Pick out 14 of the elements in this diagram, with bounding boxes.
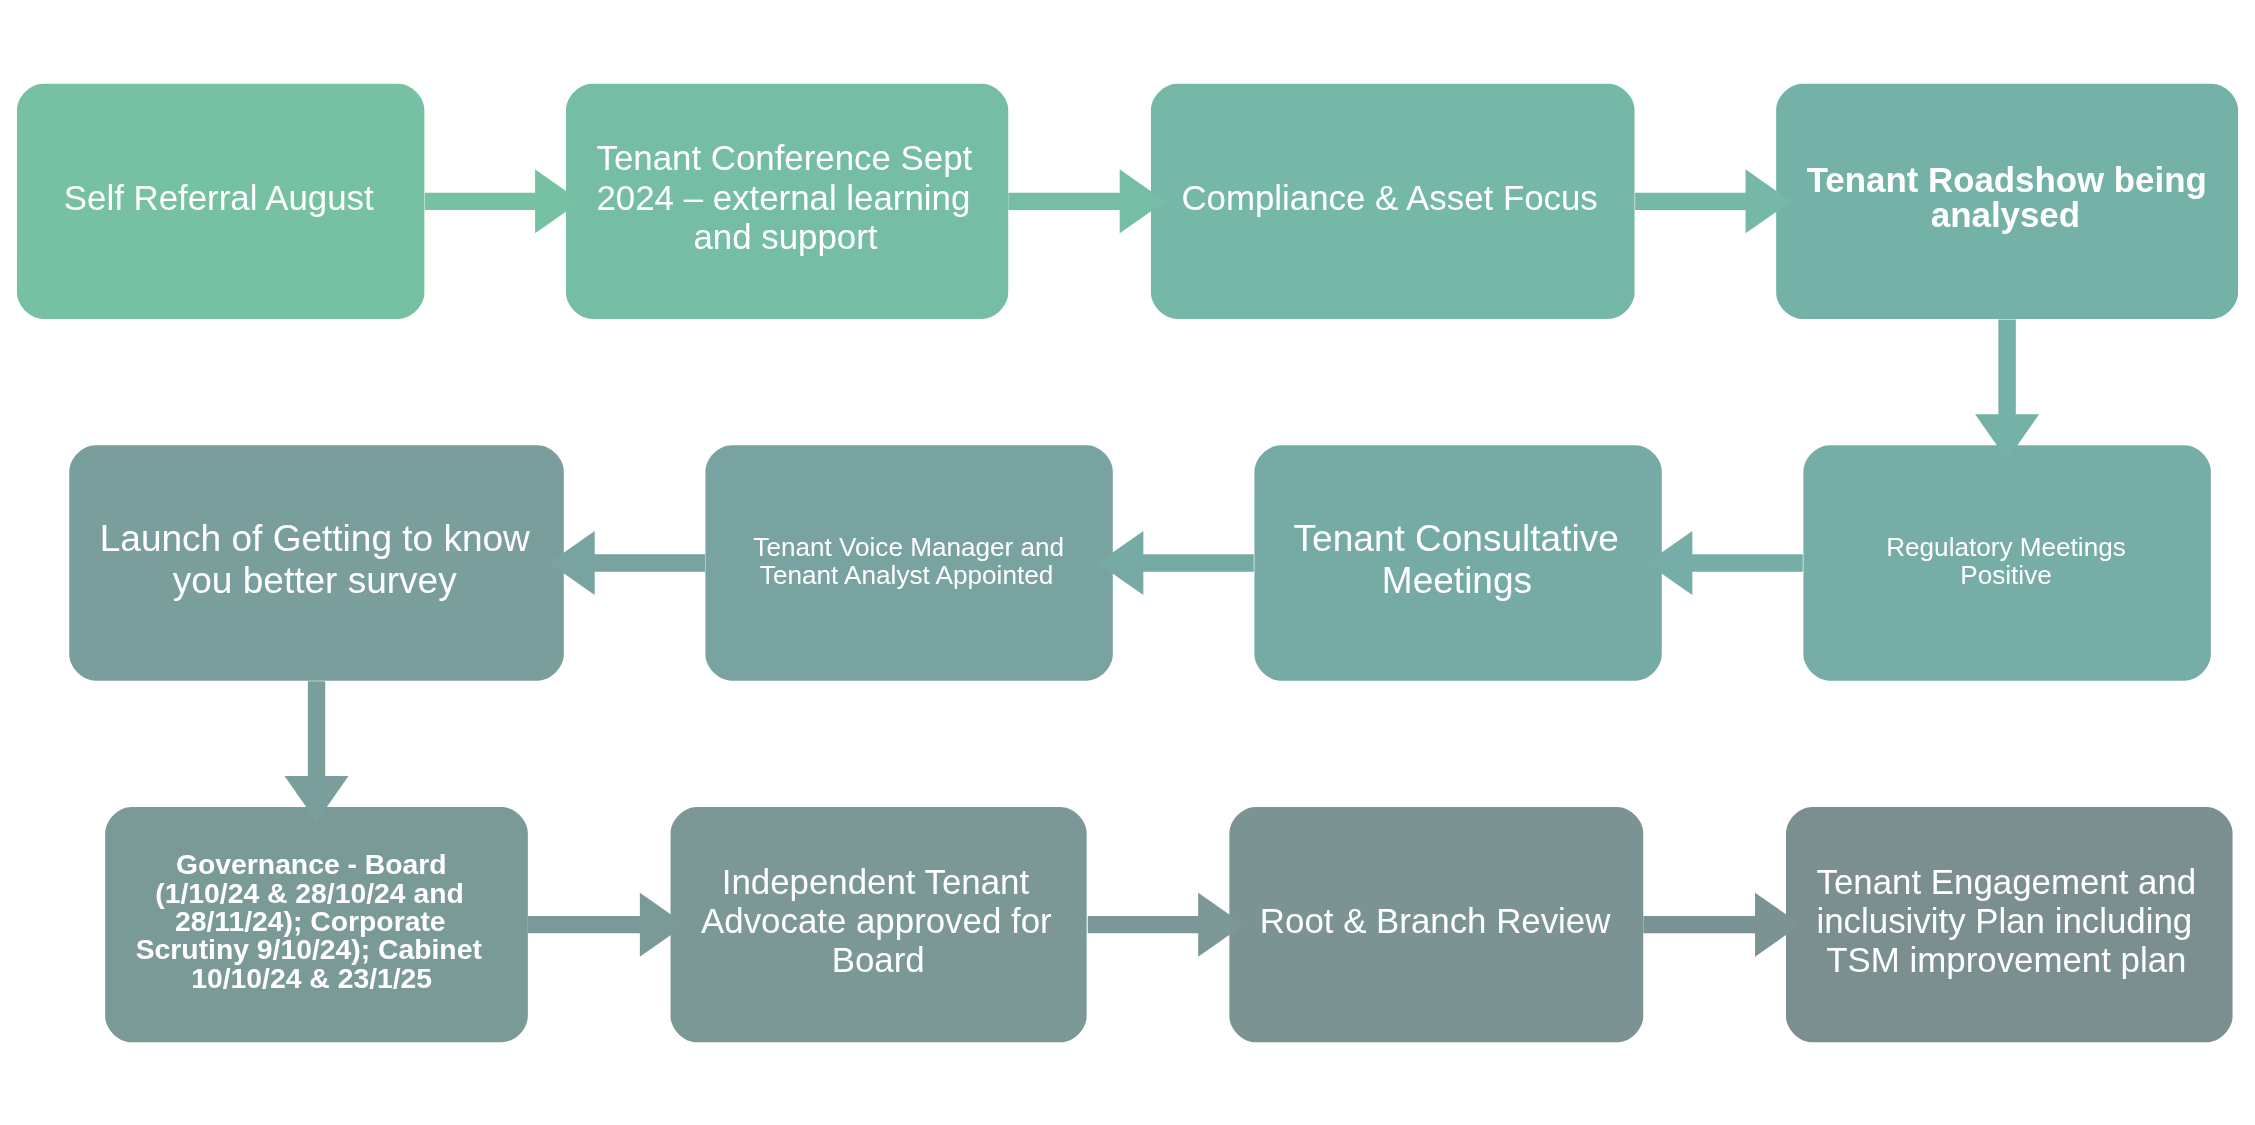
arrow xyxy=(1635,168,1792,233)
node-box: Tenant Consultative Meetings xyxy=(1254,444,1662,681)
node-box: Tenant Conference Sept 2024 – external learning and support xyxy=(565,83,1009,319)
node-box: Self Referral August xyxy=(16,83,425,319)
node-box: Root & Branch Review xyxy=(1229,806,1644,1042)
node-box: Launch of Getting to know you better survey xyxy=(69,444,564,681)
node-box: Independent Tenant Advocate approved for Board xyxy=(670,806,1087,1042)
node-box: Tenant Roadshow being analysed xyxy=(1776,83,2239,319)
node-box: Tenant Voice Manager and Tenant Analyst Appointed xyxy=(705,444,1113,681)
node-box: Governance - Board (1/10/24 & 28/10/24 and 28/11/24); Corporate Scrutiny 9/10/24); Cabinet 10/10/24 & 23/1/25 xyxy=(105,806,528,1042)
arrow xyxy=(1097,530,1254,595)
node-box: Tenant Engagement and inclusivity Plan including TSM improvement plan xyxy=(1785,806,2233,1042)
node-box: Regulatory Meetings Positive xyxy=(1803,444,2211,681)
node-box: Compliance & Asset Focus xyxy=(1150,83,1635,319)
